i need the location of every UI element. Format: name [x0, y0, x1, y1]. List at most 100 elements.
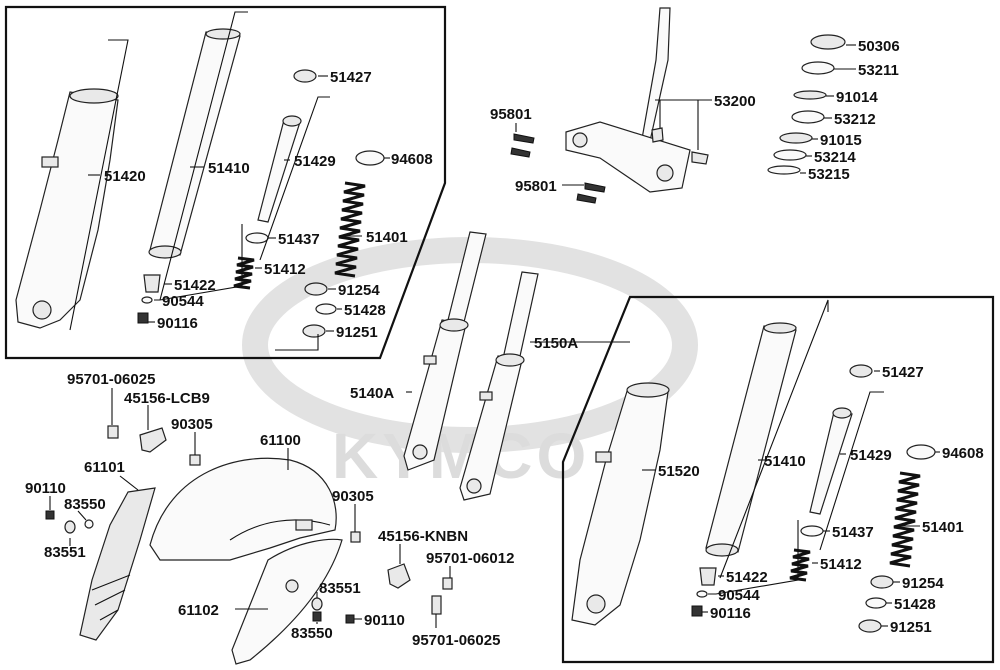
fork-spring-left [334, 181, 366, 278]
label-61100: 61100 [260, 432, 301, 449]
label-45156-LCB9: 45156-LCB9 [124, 390, 210, 407]
crown-hole-right [656, 164, 674, 182]
ball-race-91015 [779, 132, 813, 144]
label-5150A: 5150A [534, 335, 578, 352]
fork-axle-boss-right [586, 594, 606, 614]
race-53212 [791, 110, 825, 124]
label-90305-right: 90305 [332, 488, 374, 505]
hose-guard-61101 [79, 487, 156, 641]
label-53214: 53214 [814, 149, 856, 166]
label-51401-left: 51401 [366, 229, 408, 246]
nut-90305-right [350, 531, 361, 543]
label-51427-left: 51427 [330, 69, 372, 86]
fork-inner-tube-right [705, 325, 797, 553]
label-90110-right: 90110 [364, 612, 405, 629]
fork-outer-tube-left [15, 91, 119, 329]
fork-spring-right [889, 471, 921, 568]
clip-51428-right [865, 597, 887, 609]
label-53200: 53200 [714, 93, 756, 110]
label-51410-right: 51410 [764, 453, 806, 470]
label-91254-right: 91254 [902, 575, 944, 592]
watermark-text: KYMCO [332, 420, 590, 492]
label-51412-right: 51412 [820, 556, 862, 573]
fork-5150A-axle [466, 478, 482, 494]
oil-lock-piece-left [143, 274, 161, 293]
label-90116-left: 90116 [157, 315, 198, 332]
rebound-spring-right [789, 548, 811, 582]
fork-cap-right [849, 364, 873, 378]
clip-45156-KNBN [387, 563, 411, 589]
label-61101: 61101 [84, 459, 125, 476]
label-95701-06025-top: 95701-06025 [67, 371, 155, 388]
label-51429-right: 51429 [850, 447, 892, 464]
ring-right [906, 444, 936, 460]
label-94608-left: 94608 [391, 151, 433, 168]
label-91251-left: 91251 [336, 324, 378, 341]
label-83550-right: 83550 [291, 625, 333, 642]
fork-inner-tube-right-bottom [705, 543, 739, 557]
label-53212: 53212 [834, 111, 876, 128]
bolt-95701-06012 [442, 577, 453, 590]
fork-outer-tube-right-top [626, 382, 670, 398]
washer-83551-left [64, 520, 76, 534]
fork-5140A-axle [412, 444, 428, 460]
clip-45156-LCB9 [139, 427, 167, 453]
clip-51428-left [315, 303, 337, 315]
top-left-parts: 51420 51410 51427 51429 94608 51437 5140… [15, 11, 433, 351]
fork-outer-tube-right [571, 387, 669, 626]
damper-rod-left-head [282, 115, 302, 127]
steering-parts: 50306 53211 91014 53212 91015 53214 5321… [490, 7, 900, 204]
dust-seal-91254-right [870, 575, 894, 589]
fender-parts: 95701-06025 45156-LCB9 90305 61100 61101… [25, 371, 514, 665]
label-61102: 61102 [178, 602, 219, 619]
nut-90305-left [189, 454, 201, 466]
washer-83550-right [312, 611, 322, 622]
lower-fender-61102 [231, 538, 343, 665]
label-51412-left: 51412 [264, 261, 306, 278]
stem-bracket-1 [651, 127, 664, 143]
label-51420: 51420 [104, 168, 146, 185]
oil-lock-piece-right [699, 567, 717, 586]
fork-5150A-seal [495, 353, 525, 367]
label-95701-06025-bottom: 95701-06025 [412, 632, 500, 649]
label-91254-left: 91254 [338, 282, 380, 299]
label-91014: 91014 [836, 89, 878, 106]
bolt-95701-06025-bottom [431, 595, 442, 615]
label-90544-left: 90544 [162, 293, 204, 310]
label-90305-left: 90305 [171, 416, 213, 433]
label-53215: 53215 [808, 166, 850, 183]
screw-90110-left [45, 510, 55, 520]
oil-seal-91251-right [858, 619, 882, 633]
label-45156-KNBN: 45156-KNBN [378, 528, 468, 545]
fender-mount-tab [295, 519, 313, 531]
race-53214 [773, 149, 807, 161]
race-53211 [801, 61, 835, 75]
bolt-95801-upper-b [510, 147, 531, 158]
label-51437-right: 51437 [832, 524, 874, 541]
label-51422-right: 51422 [726, 569, 768, 586]
fork-inner-tube-left [149, 31, 241, 256]
washer-83551-right [311, 597, 323, 611]
bolt-95801-upper-a [513, 133, 535, 144]
label-50306: 50306 [858, 38, 900, 55]
fork-axle-boss-left [32, 300, 52, 320]
fork-inner-tube-right-top [763, 322, 797, 334]
bottom-right-group-box [561, 295, 995, 664]
bottom-right-parts: 51520 51410 51427 51429 94608 51437 5140… [571, 299, 984, 636]
bolt-95801-lower-a [584, 182, 606, 193]
label-51428-right: 51428 [894, 596, 936, 613]
label-83551-left: 83551 [44, 544, 86, 561]
label-51429-left: 51429 [294, 153, 336, 170]
bolt-95701-06025-top [107, 425, 119, 439]
fork-assemblies: 5140A 5150A [350, 231, 630, 501]
rebound-spring-left [233, 256, 255, 290]
label-51422-left: 51422 [174, 277, 216, 294]
label-51437-left: 51437 [278, 231, 320, 248]
fork-bracket-right [595, 451, 612, 463]
label-94608-right: 94608 [942, 445, 984, 462]
fork-inner-tube-left-bottom [148, 245, 182, 259]
fork-bracket-left [41, 156, 59, 168]
label-90116-right: 90116 [710, 605, 751, 622]
